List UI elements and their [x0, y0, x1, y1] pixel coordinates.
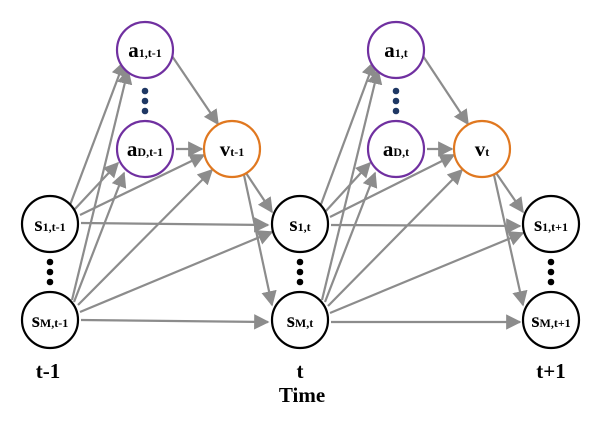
edge — [79, 230, 274, 314]
edge — [422, 55, 469, 126]
svg-text:sM,t: sM,t — [287, 308, 314, 332]
node-v-t-minus-1: vt-1 — [202, 119, 262, 179]
edge — [77, 168, 214, 306]
state-dots-t-minus-1 — [46, 258, 54, 286]
node-s1-t: s1,t — [270, 194, 330, 254]
state-dots-t — [296, 258, 304, 286]
time-axis-label: Time — [279, 383, 325, 407]
edge — [171, 55, 219, 126]
edge — [68, 60, 127, 206]
svg-text:s1,t-1: s1,t-1 — [34, 212, 65, 236]
state-dots-t-plus-1 — [547, 258, 555, 286]
svg-text:vt-1: vt-1 — [220, 137, 245, 161]
node-sM-t-minus-1: sM,t-1 — [20, 290, 80, 350]
edge — [320, 68, 383, 301]
edge — [327, 168, 464, 307]
edge — [324, 161, 372, 213]
edge — [318, 60, 377, 208]
svg-text:a1,t: a1,t — [384, 38, 408, 62]
time-label-t-minus-1: t-1 — [36, 359, 61, 383]
time-label-t-plus-1: t+1 — [536, 359, 565, 383]
action-dots-t-minus-1 — [141, 87, 149, 115]
node-a1-t: a1,t — [366, 20, 426, 80]
edge — [79, 154, 206, 216]
svg-text:aD,t-1: aD,t-1 — [127, 137, 163, 161]
svg-text:aD,t: aD,t — [383, 137, 409, 161]
edges — [68, 55, 528, 330]
edge — [329, 154, 456, 218]
edge — [242, 174, 277, 307]
action-dots-t — [392, 87, 400, 115]
edge — [329, 231, 525, 315]
edge — [80, 217, 270, 233]
node-a1-t-minus-1: a1,t-1 — [115, 20, 175, 80]
edge — [493, 169, 524, 214]
node-sM-t: sM,t — [270, 290, 330, 350]
edge — [323, 171, 378, 303]
edge — [330, 218, 522, 234]
node-aD-t: aD,t — [366, 119, 426, 179]
node-aD-t-minus-1: aD,t-1 — [115, 119, 175, 179]
node-v-t: vt — [452, 119, 512, 179]
edge — [80, 314, 270, 330]
svg-text:vt: vt — [475, 137, 490, 161]
edge — [72, 171, 127, 303]
svg-text:s1,t+1: s1,t+1 — [534, 212, 568, 236]
node-sM-t-plus-1: sM,t+1 — [521, 290, 581, 350]
svg-text:a1,t-1: a1,t-1 — [128, 38, 162, 62]
node-s1-t-plus-1: s1,t+1 — [521, 194, 581, 254]
edge — [70, 68, 133, 301]
edge — [243, 169, 273, 214]
svg-text:s1,t: s1,t — [289, 212, 310, 236]
time-label-t: t — [297, 359, 304, 383]
edge — [73, 161, 120, 211]
svg-text:sM,t+1: sM,t+1 — [531, 308, 570, 332]
node-s1-t-minus-1: s1,t-1 — [20, 194, 80, 254]
svg-text:sM,t-1: sM,t-1 — [32, 308, 69, 332]
